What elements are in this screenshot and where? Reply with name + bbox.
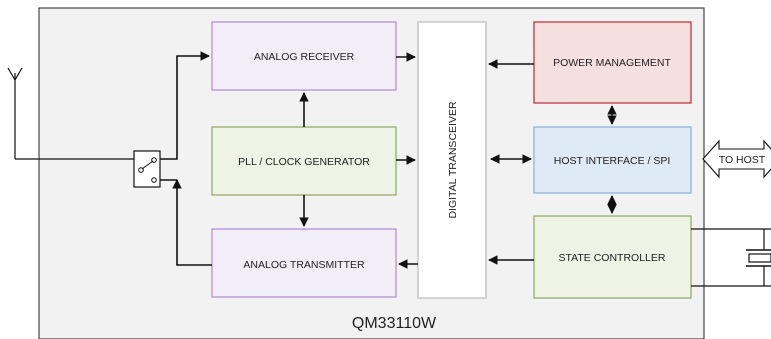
power-management-label: POWER MANAGEMENT: [553, 57, 671, 69]
to-host-label: TO HOST: [719, 154, 766, 166]
rf-switch-icon: [133, 150, 161, 188]
analog-transmitter-block: [211, 228, 397, 298]
analog-transmitter-label: ANALOG TRANSMITTER: [243, 259, 365, 271]
transmitter-to-switch-arrow: [172, 179, 212, 266]
host-interface-block: [533, 126, 692, 194]
analog-receiver-label: ANALOG RECEIVER: [254, 51, 355, 63]
chip-label: QM33110W: [352, 315, 437, 332]
pll-clock-label: PLL / CLOCK GENERATOR: [238, 156, 370, 168]
analog-receiver-block: [211, 21, 397, 91]
digital-transceiver-label: DIGITAL TRANSCEIVER: [447, 101, 459, 218]
digital-transceiver-block: [417, 21, 487, 299]
to-host-double-arrow: [702, 139, 771, 179]
host-interface-label: HOST INTERFACE / SPI: [554, 155, 671, 167]
crystal-icon: [691, 228, 771, 287]
state-controller-label: STATE CONTROLLER: [559, 252, 666, 264]
antenna-icon: [7, 67, 134, 160]
state-controller-block: [533, 215, 692, 299]
power-management-block: [533, 21, 692, 104]
switch-to-receiver-arrow: [160, 51, 210, 160]
